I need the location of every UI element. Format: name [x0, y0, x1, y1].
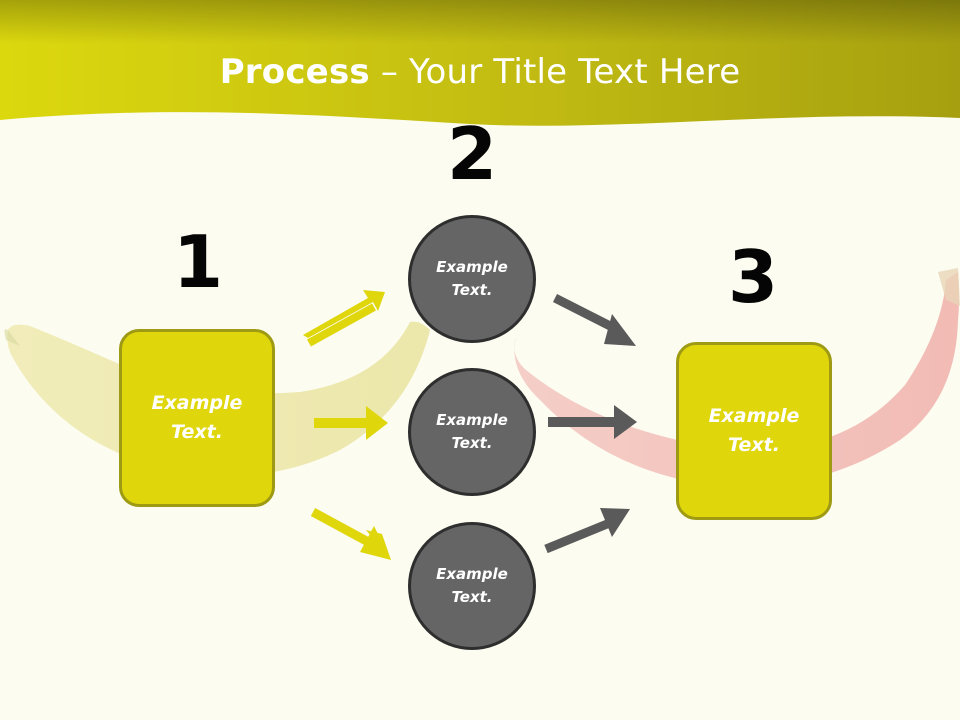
process-circle-bottom: Example Text.	[408, 522, 536, 650]
process-circle-bottom-text: Example Text.	[436, 565, 508, 606]
title-rest: – Your Title Text Here	[369, 52, 741, 92]
process-circle-middle-text: Example Text.	[436, 411, 508, 452]
step-number-3: 3	[727, 235, 779, 319]
arrow-left-to-bottom	[310, 508, 391, 560]
process-circle-top-text: Example Text.	[436, 258, 508, 299]
arrow-left-to-top	[303, 290, 385, 347]
process-circle-middle: Example Text.	[408, 368, 536, 496]
red-banana-image	[514, 272, 959, 487]
process-circle-top: Example Text.	[408, 215, 536, 343]
process-box-left-text: Example Text.	[151, 392, 243, 443]
arrow-middle-to-right	[548, 405, 637, 439]
process-box-right-text: Example Text.	[708, 405, 800, 456]
process-box-left: Example Text.	[119, 329, 275, 507]
slide-title: Process – Your Title Text Here	[0, 52, 960, 92]
step-number-1: 1	[172, 220, 224, 304]
arrow-left-to-middle	[314, 406, 388, 440]
title-bold: Process	[219, 52, 370, 92]
step-number-2: 2	[446, 112, 498, 196]
process-box-right: Example Text.	[676, 342, 832, 520]
arrow-top-to-right	[552, 293, 636, 346]
arrow-bottom-to-right	[544, 508, 630, 554]
